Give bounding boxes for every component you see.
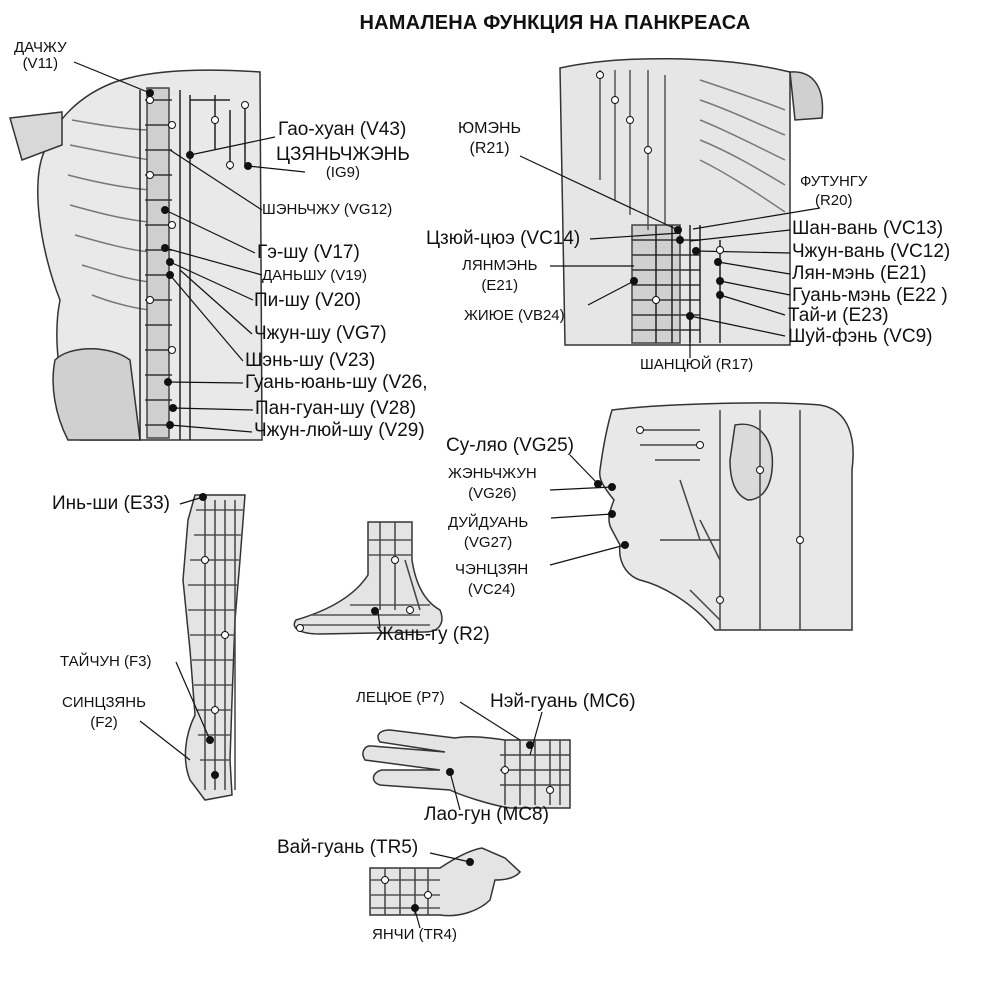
label-futungu-name: ФУТУНГУ bbox=[800, 173, 868, 190]
label-gaohuan: Гао-хуан (V43) bbox=[278, 119, 407, 140]
label-chentszyan-name: ЧЭНЦЗЯН bbox=[455, 561, 529, 578]
leg-figure bbox=[182, 494, 246, 801]
label-duiduan: ДУЙДУАНЬ (VG27) bbox=[448, 515, 528, 551]
label-tszyanchzhen-code: (IG9) bbox=[325, 163, 360, 181]
label-chzhunvan: Чжун-вань (VC12) bbox=[792, 241, 951, 262]
label-dachzhu-code: (V11) bbox=[22, 54, 59, 72]
label-yumen: ЮМЭНЬ (R21) bbox=[458, 120, 522, 158]
abdomen-figure bbox=[559, 57, 824, 346]
head-figure bbox=[598, 402, 854, 631]
label-sintszyan: СИНЦЗЯНЬ (F2) bbox=[62, 695, 146, 731]
label-taii: Тай-и (E23) bbox=[788, 305, 889, 326]
label-shantsyui: ШАНЦЮЙ (R17) bbox=[640, 356, 754, 373]
label-yumen-code: (R21) bbox=[469, 139, 510, 157]
label-sintszyan-name: СИНЦЗЯНЬ bbox=[62, 694, 146, 711]
wrist-figure bbox=[369, 847, 522, 917]
leader-lines bbox=[73, 61, 821, 929]
label-duiduan-code: (VG27) bbox=[463, 533, 513, 551]
label-chzhunlyushu: Чжун-люй-шу (V29) bbox=[254, 420, 425, 441]
label-tszyanchzhen-name: ЦЗЯНЬЧЖЭНЬ bbox=[276, 144, 410, 165]
label-neiguan: Нэй-гуань (МС6) bbox=[490, 691, 636, 712]
label-zhenchzhun-code: (VG26) bbox=[468, 484, 517, 502]
label-zhiyue: ЖИЮЕ (VB24) bbox=[464, 307, 565, 324]
label-lyanmen-name: ЛЯНМЭНЬ bbox=[462, 257, 538, 274]
label-shanvan: Шан-вань (VC13) bbox=[792, 218, 944, 239]
label-inshi: Инь-ши (E33) bbox=[52, 493, 170, 514]
label-sintszyan-code: (F2) bbox=[90, 713, 118, 731]
label-dachzhu-name: ДАЧЖУ bbox=[14, 39, 67, 56]
label-duiduan-name: ДУЙДУАНЬ bbox=[448, 514, 529, 531]
label-guanmen: Гуань-мэнь (E22 ) bbox=[792, 285, 948, 306]
hand-figure bbox=[362, 729, 571, 809]
label-zhangu: Жань-гу (R2) bbox=[376, 624, 490, 645]
label-lyanmen2: Лян-мэнь (E21) bbox=[792, 263, 927, 284]
diagram-title: НАМАЛЕНА ФУНКЦИЯ НА ПАНКРЕАСА bbox=[359, 12, 751, 34]
label-guanyuanshu: Гуань-юань-шу (V26, bbox=[245, 372, 428, 393]
label-shuifen: Шуй-фэнь (VC9) bbox=[788, 326, 933, 347]
label-zhenchzhun-name: ЖЭНЬЧЖУН bbox=[448, 465, 537, 482]
foot-figure bbox=[293, 521, 443, 635]
acupoints bbox=[146, 71, 804, 912]
label-futungu-code: (R20) bbox=[814, 191, 853, 209]
label-danshu: ДАНЬШУ (V19) bbox=[262, 267, 367, 284]
label-panguanshu: Пан-гуан-шу (V28) bbox=[255, 398, 417, 419]
label-dachzhu: ДАЧЖУ (V11) bbox=[14, 40, 67, 72]
label-sulyao: Су-ляо (VG25) bbox=[446, 435, 575, 456]
label-futungu: ФУТУНГУ (R20) bbox=[800, 174, 867, 209]
label-zhenchzhun: ЖЭНЬЧЖУН (VG26) bbox=[448, 466, 537, 502]
label-chentszyan: ЧЭНЦЗЯН (VC24) bbox=[455, 562, 528, 598]
back-figure bbox=[9, 69, 263, 441]
label-geshu: Гэ-шу (V17) bbox=[257, 242, 360, 263]
label-vaiguan: Вай-гуань (TR5) bbox=[277, 837, 419, 858]
label-lyanmen-code: (E21) bbox=[481, 276, 519, 294]
label-chzhunshu: Чжун-шу (VG7) bbox=[254, 323, 387, 344]
label-yumen-name: ЮМЭНЬ bbox=[458, 120, 522, 137]
label-pishu: Пи-шу (V20) bbox=[254, 290, 362, 311]
label-chentszyan-code: (VC24) bbox=[467, 580, 516, 598]
label-letsyue: ЛЕЦЮЕ (Р7) bbox=[356, 689, 445, 706]
label-tszyuicyue: Цзюй-цюэ (VC14) bbox=[426, 228, 581, 249]
label-tszyanchzhen: ЦЗЯНЬЧЖЭНЬ (IG9) bbox=[276, 145, 410, 181]
label-shenchzhu: ШЭНЬЧЖУ (VG12) bbox=[262, 201, 393, 218]
label-yanchi: ЯНЧИ (TR4) bbox=[372, 926, 457, 943]
label-lyanmen: ЛЯНМЭНЬ (E21) bbox=[462, 258, 537, 294]
label-shenshu: Шэнь-шу (V23) bbox=[245, 350, 376, 371]
label-laogun: Лао-гун (МС8) bbox=[424, 804, 549, 825]
label-taichun: ТАЙЧУН (F3) bbox=[60, 653, 152, 670]
